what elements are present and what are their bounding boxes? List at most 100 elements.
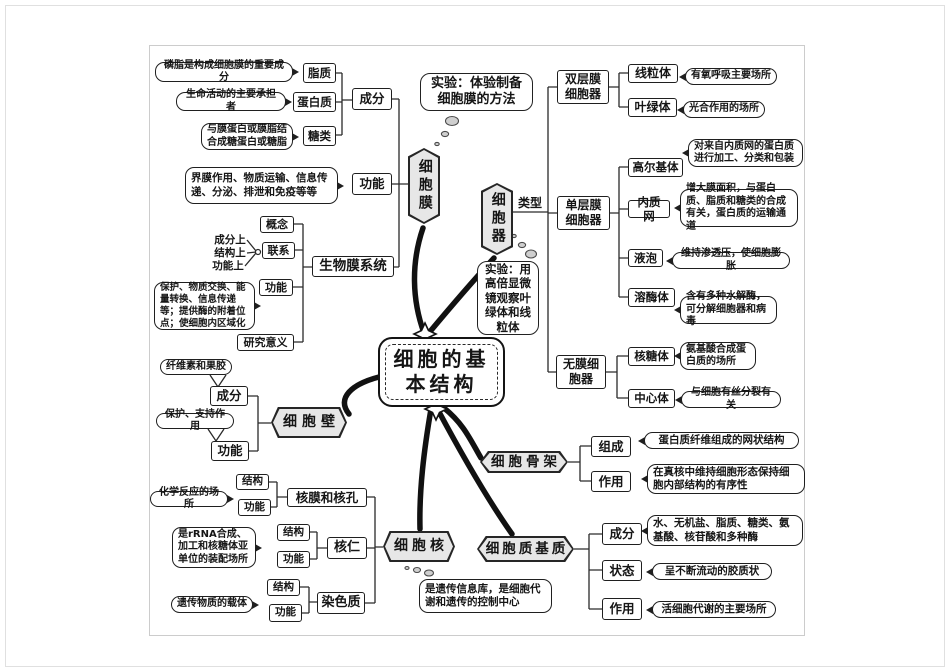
- note-phospholipid: 磷脂是构成细胞膜的重要成分: [155, 60, 299, 83]
- node-nuclear-membrane-pores: 核膜和核孔: [287, 488, 367, 507]
- node-nucleus: 细胞核: [383, 531, 455, 562]
- wire-relation: [244, 239, 257, 267]
- node-cytoskeleton-composition: 组成: [591, 436, 631, 457]
- note-experiment-membrane: 实验：体验制备细胞膜的方法: [420, 73, 533, 111]
- cytoplasm-matrix-label: 细胞质基质: [485, 540, 569, 557]
- cell-membrane-label: 细胞膜: [416, 159, 433, 213]
- node-sugar: 糖类: [303, 126, 336, 146]
- organelle-label: 细胞器: [489, 192, 506, 246]
- node-chloroplast: 叶绿体: [628, 98, 677, 117]
- relation-junction-dot: [254, 248, 262, 256]
- node-nucleolus-function: 功能: [277, 551, 310, 568]
- node-mitochondria: 线粒体: [628, 64, 678, 83]
- note-biomem-function: 保护、物质交换、能量转换、信息传递等；提供酶的附着位点；使细胞内区域化: [154, 282, 261, 330]
- note-experiment-organelle: 实验：用高倍显微镜观察叶绿体和线粒体: [477, 261, 539, 335]
- node-cell-membrane: 细胞膜: [408, 148, 440, 224]
- note-wall-composition: 纤维素和果胶: [160, 359, 232, 375]
- branch-cell-membrane: [411, 225, 427, 336]
- node-nucleolus: 核仁: [327, 537, 367, 559]
- wire-nmp: [269, 481, 287, 508]
- node-chromatin-function: 功能: [269, 604, 302, 622]
- node-endoplasmic-reticulum: 内质网: [628, 195, 670, 223]
- branch-matrix: [435, 407, 515, 537]
- node-cytoskeleton: 细胞骨架: [480, 451, 568, 473]
- node-wall-composition: 成分: [210, 386, 248, 406]
- wire-nucleus: [365, 496, 383, 604]
- note-nucleus: 是遗传信息库，是细胞代谢和遗传的控制中心: [419, 579, 552, 613]
- thought-dots-nucleus: [404, 565, 410, 571]
- node-wall-function: 功能: [211, 441, 249, 461]
- center-topic-label: 细胞的基本结构: [393, 347, 490, 396]
- node-double-membrane-organelle: 双层膜细胞器: [557, 70, 609, 104]
- note-vacuole: 维持渗透压，使细胞膨胀: [666, 248, 790, 272]
- note-lysosome: 含有多种水解酶，可分解细胞器和病毒: [674, 291, 777, 327]
- branch-cell-wall: [341, 374, 382, 417]
- node-biomem-concept: 概念: [260, 216, 294, 233]
- node-chromatin: 染色质: [317, 592, 365, 614]
- note-nucleolus-function: 是rRNA合成、加工和核糖体亚单位的装配场所: [172, 527, 262, 568]
- label-relation-function: 功能上: [212, 259, 244, 272]
- node-matrix-composition: 成分: [602, 523, 642, 545]
- node-cell-wall: 细胞壁: [271, 407, 347, 438]
- node-no-membrane-organelle: 无膜细胞器: [556, 355, 606, 389]
- wire-cytoskeleton: [568, 445, 591, 482]
- wire-organelle-trunk: [513, 86, 557, 373]
- node-biomem-relation: 联系: [262, 242, 295, 259]
- note-protein: 生命活动的主要承担者: [176, 89, 292, 113]
- node-vacuole: 液泡: [628, 249, 663, 267]
- note-centrosome: 与细胞有丝分裂有关: [675, 387, 781, 411]
- note-cytoskeleton-function: 在真核中维持细胞形态保持细胞内部结构的有序性: [641, 464, 805, 494]
- cell-wall-label: 细胞壁: [283, 413, 340, 430]
- node-nucleolus-structure: 结构: [277, 524, 310, 541]
- wire-no-membrane: [606, 355, 628, 399]
- note-membrane-function: 界膜作用、物质运输、信息传递、分泌、排泄和免疫等等: [185, 167, 344, 204]
- node-nmp-function: 功能: [238, 499, 271, 516]
- note-matrix-function: 活细胞代谢的主要场所: [646, 601, 776, 618]
- note-chloroplast: 光合作用的场所: [677, 101, 765, 118]
- node-chromatin-structure: 结构: [267, 579, 300, 596]
- label-relation-composition: 成分上: [214, 233, 246, 246]
- branch-nucleus: [417, 406, 434, 532]
- note-sugar: 与膜蛋白或膜脂结合成糖蛋白或糖脂: [201, 123, 299, 150]
- node-protein: 蛋白质: [293, 92, 336, 112]
- center-topic: 细胞的基本结构: [378, 337, 505, 407]
- wire-chromatin: [300, 586, 317, 614]
- node-lysosome: 溶酶体: [628, 288, 675, 307]
- wire-matrix: [574, 533, 602, 610]
- wire-nucleolus: [310, 531, 327, 560]
- note-golgi: 对来自内质网的蛋白质进行加工、分类和包装: [682, 139, 803, 167]
- node-matrix-state: 状态: [602, 560, 642, 581]
- node-nmp-structure: 结构: [236, 474, 269, 490]
- note-mitochondria: 有氧呼吸主要场所: [679, 68, 777, 85]
- note-cytoskeleton-composition: 蛋白质纤维组成的网状结构: [638, 432, 799, 449]
- wire-single-membrane: [610, 166, 628, 298]
- label-relation-structure: 结构上: [214, 246, 246, 259]
- note-matrix-composition: 水、无机盐、脂质、糖类、氨基酸、核苷酸和多种酶: [641, 515, 803, 546]
- node-biomem-research: 研究意义: [237, 334, 294, 351]
- note-matrix-state: 呈不断流动的胶质状: [646, 563, 772, 580]
- node-single-membrane-organelle: 单层膜细胞器: [557, 196, 610, 230]
- note-wall-function: 保护、支持作用: [156, 409, 234, 432]
- node-ribosome: 核糖体: [628, 347, 675, 366]
- node-centrosome: 中心体: [628, 389, 675, 408]
- note-chromatin-function: 遗传物质的载体: [171, 596, 259, 613]
- node-cytoskeleton-function: 作用: [591, 471, 631, 492]
- node-golgi: 高尔基体: [628, 158, 683, 177]
- wire-membrane-composition: [335, 72, 352, 136]
- wire-wall: [248, 395, 271, 452]
- node-matrix-function: 作用: [602, 598, 642, 620]
- node-biomembrane-system: 生物膜系统: [312, 256, 394, 277]
- note-endoplasmic-reticulum: 增大膜面积，与蛋白质、脂质和糖类的合成有关，蛋白质的运输通道: [674, 183, 798, 232]
- nucleus-label: 细胞核: [394, 537, 448, 554]
- node-membrane-composition: 成分: [352, 88, 392, 110]
- node-biomem-function: 功能: [259, 279, 293, 296]
- branch-cytoskeleton: [441, 405, 484, 461]
- label-organelle-type: 类型: [517, 195, 542, 210]
- note-nmp-function: 化学反应的场所: [150, 487, 234, 510]
- node-membrane-function: 功能: [352, 173, 392, 195]
- wire-double-membrane: [609, 72, 628, 108]
- note-ribosome: 氨基酸合成蛋白质的场所: [674, 342, 756, 370]
- node-cytoplasm-matrix: 细胞质基质: [477, 536, 574, 562]
- wire-biomembrane-bracket: [293, 223, 312, 343]
